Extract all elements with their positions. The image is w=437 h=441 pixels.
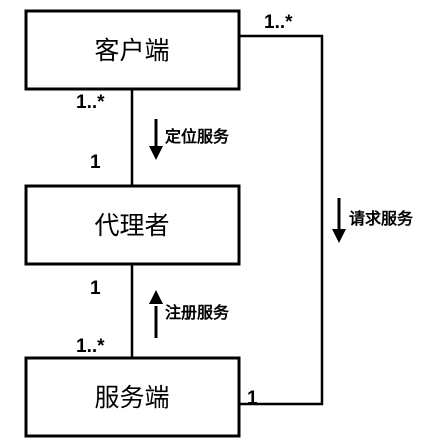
client-node: 客户端: [24, 9, 241, 91]
broker-node: 代理者: [24, 184, 241, 266]
broker-label: 代理者: [94, 211, 169, 240]
up-arrow-icon: [149, 290, 163, 338]
multiplicity-broker-client: 1: [90, 152, 101, 173]
edge-label-request-service: 请求服务: [349, 209, 414, 228]
client-label: 客户端: [94, 36, 169, 65]
multiplicity-server-client: 1: [247, 388, 258, 409]
multiplicity-server-broker: 1..*: [76, 336, 105, 357]
edge-label-locate-service: 定位服务: [164, 127, 230, 146]
client-server-line: [239, 34, 324, 406]
server-label: 服务端: [94, 383, 169, 412]
down-arrow-icon: [332, 198, 346, 243]
down-arrow-icon: [149, 119, 163, 160]
multiplicity-broker-server: 1: [90, 278, 101, 299]
multiplicity-client-server: 1..*: [264, 12, 293, 33]
edge-label-register-service: 注册服务: [165, 303, 230, 322]
server-node: 服务端: [24, 356, 241, 438]
multiplicity-client-broker: 1..*: [76, 92, 105, 113]
